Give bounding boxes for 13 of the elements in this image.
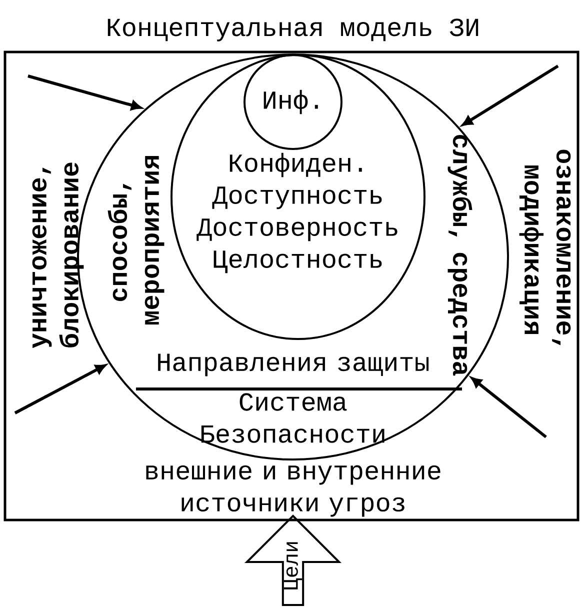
arrow [471, 377, 547, 438]
threat-sources-text: внешние и внутренние источники угроз [146, 465, 440, 517]
arrow [462, 64, 559, 126]
vertical-label: ознакомление, модификация [519, 150, 571, 346]
property-list: Конфиден. Доступность Достоверность Целостность [196, 152, 398, 274]
system-label: Система Безопасности [201, 393, 384, 443]
vertical-label: уничтожение, блокирование [32, 162, 84, 348]
vertical-label: службы, средства [448, 135, 472, 376]
vertical-label: способы, мероприятия [108, 156, 164, 325]
title: Концептуальная модель ЗИ [108, 18, 478, 42]
arrow [14, 364, 106, 414]
section-heading: Направления защиты [158, 354, 429, 376]
circle-label: Инф. [264, 90, 318, 114]
